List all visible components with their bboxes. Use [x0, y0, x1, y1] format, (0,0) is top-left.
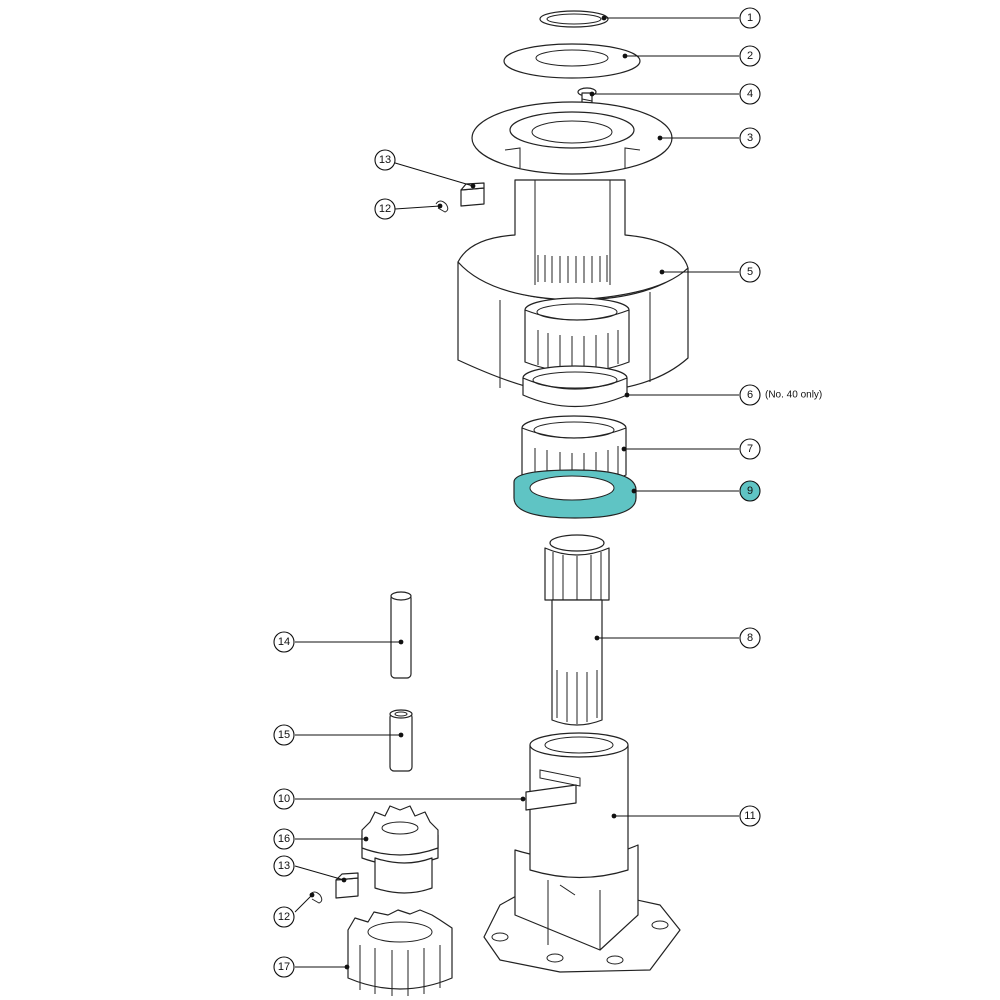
svg-text:7: 7	[747, 443, 753, 455]
svg-text:11: 11	[744, 810, 755, 822]
callout-4[interactable]: 4	[739, 83, 761, 105]
svg-text:13: 13	[278, 860, 290, 872]
callout-9-highlighted[interactable]: 9	[739, 480, 761, 502]
part-12-spring-lower	[309, 891, 323, 904]
svg-text:12: 12	[379, 203, 391, 215]
svg-text:14: 14	[278, 636, 290, 648]
svg-text:12: 12	[278, 911, 290, 923]
part-13-pawl-lower	[335, 872, 359, 899]
part-14-pin	[390, 591, 412, 679]
svg-text:13: 13	[379, 154, 391, 166]
callout-12-upper[interactable]: 12	[374, 198, 396, 220]
callout-2[interactable]: 2	[739, 45, 761, 67]
upper-roller-bearing	[524, 297, 630, 373]
part-15-sleeve	[389, 709, 413, 772]
callout-13-upper[interactable]: 13	[374, 149, 396, 171]
callout-8[interactable]: 8	[739, 627, 761, 649]
callout-15[interactable]: 15	[273, 724, 295, 746]
callout-13-lower[interactable]: 13	[273, 855, 295, 877]
callout-17[interactable]: 17	[273, 956, 295, 978]
svg-text:4: 4	[747, 88, 753, 100]
svg-text:6: 6	[747, 389, 753, 401]
callout-7[interactable]: 7	[739, 438, 761, 460]
callout-10[interactable]: 10	[273, 788, 295, 810]
svg-text:3: 3	[747, 132, 753, 144]
callout-6[interactable]: 6	[739, 384, 761, 406]
part-2-washer	[503, 43, 641, 79]
callout-1[interactable]: 1	[739, 7, 761, 29]
svg-text:16: 16	[278, 833, 290, 845]
part-17-large-gear	[347, 909, 453, 996]
svg-text:5: 5	[747, 266, 753, 278]
part-8-pinion-shaft	[544, 534, 610, 726]
svg-text:2: 2	[747, 50, 753, 62]
svg-text:1: 1	[747, 12, 753, 24]
callout-5[interactable]: 5	[739, 261, 761, 283]
callout-14[interactable]: 14	[273, 631, 295, 653]
callout-3[interactable]: 3	[739, 127, 761, 149]
callout-12-lower[interactable]: 12	[273, 906, 295, 928]
part-12-spring-upper	[435, 200, 449, 213]
part-3-flange	[471, 101, 673, 175]
part-6-spacer-ring	[522, 365, 628, 408]
part-1-retaining-ring	[539, 10, 609, 28]
part-16-small-gear	[361, 805, 439, 894]
callout-6-note: (No. 40 only)	[765, 390, 822, 401]
svg-text:10: 10	[278, 793, 290, 805]
callout-11[interactable]: 11	[739, 805, 761, 827]
leader-lines	[294, 17, 739, 968]
svg-text:8: 8	[747, 632, 753, 644]
part-10-key	[525, 784, 577, 811]
svg-text:9: 9	[747, 485, 753, 497]
svg-text:17: 17	[278, 961, 290, 973]
callout-16[interactable]: 16	[273, 828, 295, 850]
part-11-base-housing	[483, 732, 681, 973]
leader-dots	[309, 15, 665, 970]
svg-text:15: 15	[278, 729, 290, 741]
part-9-thrust-washer-highlighted	[513, 469, 637, 519]
